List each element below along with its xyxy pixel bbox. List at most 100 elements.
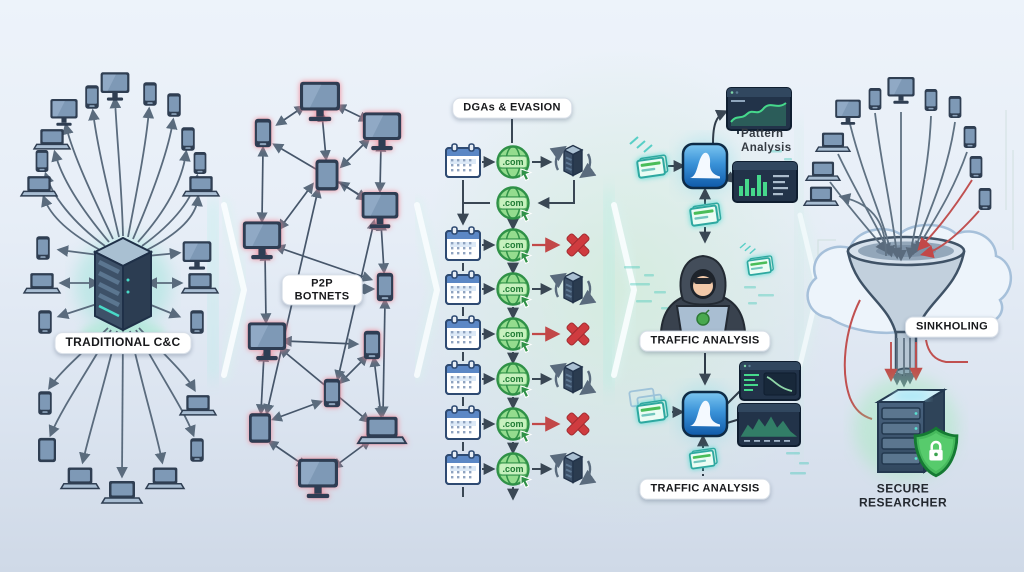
- laptop-icon: [101, 480, 143, 504]
- monitor-icon: [887, 76, 915, 104]
- phone-icon: [193, 151, 207, 175]
- traditional-cc-label: TRADITIONAL C&C: [54, 332, 192, 354]
- phone-icon: [190, 310, 204, 334]
- panel-traditional-cc: [20, 72, 220, 504]
- pattern-caption-line2: Analysis: [741, 142, 792, 154]
- secure-researcher-line2: RESEARCHER: [858, 496, 948, 510]
- bar-chart-window: [732, 161, 798, 203]
- phone-icon: [143, 82, 157, 106]
- domain-text: .com: [502, 198, 523, 208]
- domain-text: .com: [502, 329, 523, 339]
- terminal-window: [739, 361, 801, 401]
- phone-icon: [167, 93, 181, 117]
- monitor-icon: [182, 241, 212, 270]
- sinkholing-label-text: SINKHOLING: [915, 320, 989, 333]
- monitor-icon: [298, 458, 338, 499]
- panel-traffic-analysis: [628, 87, 801, 476]
- calendar-icon: [445, 143, 481, 178]
- packet-icon: [688, 202, 723, 227]
- cc-server-icon: [92, 236, 154, 332]
- calendar-icon: [445, 270, 481, 305]
- area-chart-window: [737, 403, 801, 447]
- calendar-icon: [445, 450, 481, 485]
- traffic-analysis-label-lower: TRAFFIC ANALYSIS: [639, 478, 771, 500]
- dga-domain-icons: .com .com .com .com .com .com .com .com: [496, 145, 533, 489]
- laptop-icon: [357, 415, 407, 445]
- p2p-label-line2: BOTNETS: [294, 290, 350, 302]
- ta-arrows: [668, 109, 741, 476]
- phone-icon: [35, 149, 49, 173]
- analyzer-app-icon: [681, 142, 729, 190]
- traditional-cc-label-text: TRADITIONAL C&C: [65, 335, 181, 350]
- monitor-icon: [361, 192, 399, 229]
- dga-flow-arrows: [457, 156, 575, 501]
- monitor-icon: [300, 81, 340, 122]
- packet-stack: [628, 387, 670, 424]
- packet-icon: [635, 154, 670, 179]
- phone-icon: [38, 391, 52, 415]
- domain-text: .com: [502, 284, 523, 294]
- pattern-caption-line1: Pattern: [741, 128, 784, 141]
- domain-text: .com: [502, 157, 523, 167]
- phone-icon: [85, 85, 99, 109]
- laptop-icon: [23, 272, 61, 294]
- phone-icon: [978, 187, 992, 211]
- phone-icon: [363, 330, 381, 360]
- tablet-icon: [315, 159, 339, 191]
- laptop-icon: [182, 175, 220, 197]
- analyst-figure: [659, 254, 747, 336]
- panel-dga-evasion: .com .com .com .com .com .com .com .com: [445, 119, 590, 501]
- phone-icon: [948, 95, 962, 119]
- domain-text: .com: [502, 374, 523, 384]
- phone-icon: [963, 125, 977, 149]
- traffic-analysis-lower-text: TRAFFIC ANALYSIS: [650, 482, 760, 495]
- domain-text: .com: [502, 419, 523, 429]
- monitor-icon: [50, 98, 78, 126]
- domain-text: .com: [502, 464, 523, 474]
- pattern-analysis-caption: Pattern Analysis: [741, 128, 792, 156]
- traffic-analysis-label-upper: TRAFFIC ANALYSIS: [639, 330, 771, 352]
- dga-evasion-label: DGAs & EVASION: [452, 97, 572, 119]
- packet-icon: [688, 447, 719, 470]
- secure-researcher-caption: SECURE RESEARCHER: [859, 482, 947, 511]
- packet-icon: [635, 399, 670, 424]
- phone-icon: [181, 127, 195, 151]
- sinkholing-label: SINKHOLING: [904, 316, 1000, 338]
- monitor-icon: [100, 72, 130, 101]
- phone-icon: [969, 155, 983, 179]
- monitor-icon: [362, 112, 402, 151]
- phone-icon: [36, 236, 50, 260]
- secure-researcher-line1: SECURE: [876, 481, 930, 496]
- phone-icon: [323, 378, 341, 408]
- tablet-icon: [249, 413, 271, 443]
- calendar-icon: [445, 405, 481, 440]
- calendar-icon: [445, 360, 481, 395]
- analyzer-app-icon: [681, 390, 729, 438]
- panel-sinkholing: [803, 76, 1013, 480]
- phone-icon: [38, 310, 52, 334]
- dga-blocked-arrows: [532, 237, 561, 432]
- laptop-icon: [145, 466, 185, 490]
- phone-icon: [190, 438, 204, 462]
- packet-icon: [746, 254, 775, 277]
- phone-icon: [868, 87, 882, 111]
- laptop-icon: [60, 466, 100, 490]
- dga-label-text: DGAs & EVASION: [463, 101, 561, 114]
- pattern-analysis-window: [726, 87, 792, 131]
- data-stream-dashes: [624, 150, 809, 475]
- laptop-icon: [33, 128, 71, 150]
- domain-text: .com: [502, 240, 523, 250]
- calendar-icon: [445, 226, 481, 261]
- panel-divider-chevrons: [217, 198, 824, 382]
- phone-icon: [254, 118, 272, 148]
- laptop-icon: [179, 394, 217, 416]
- monitor-icon: [835, 99, 861, 125]
- monitor-icon: [242, 221, 282, 260]
- p2p-botnets-label: P2P BOTNETS: [281, 274, 363, 306]
- p2p-label-line1: P2P: [311, 277, 333, 290]
- tablet-icon: [38, 437, 56, 463]
- redirect-arrow: [838, 193, 887, 257]
- laptop-icon: [20, 175, 58, 197]
